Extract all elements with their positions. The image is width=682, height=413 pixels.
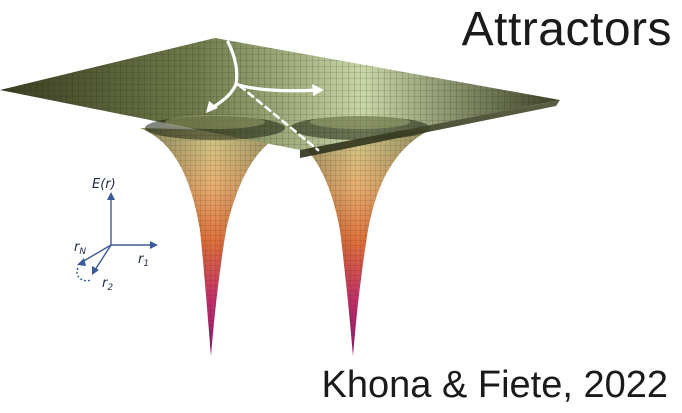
axis-r1-arrow-icon <box>150 241 158 249</box>
axis-rN <box>82 245 111 262</box>
axis-r1-label: r1 <box>138 252 149 269</box>
axis-rN-label: rN <box>74 240 86 257</box>
axis-rN-arrow-icon <box>77 258 86 266</box>
citation-text: Khona & Fiete, 2022 <box>322 364 668 407</box>
slide-title: Attractors <box>462 2 672 57</box>
right-attractor-well <box>285 130 430 356</box>
axis-r2 <box>95 245 111 270</box>
axis-dimensions-arc <box>77 268 91 281</box>
axis-r2-arrow-icon <box>92 266 99 275</box>
left-attractor-well <box>140 128 285 356</box>
axis-energy-label: E(r) <box>92 177 116 192</box>
axis-r2-label: r2 <box>102 276 113 293</box>
axis-vertical-arrow-icon <box>107 192 115 200</box>
